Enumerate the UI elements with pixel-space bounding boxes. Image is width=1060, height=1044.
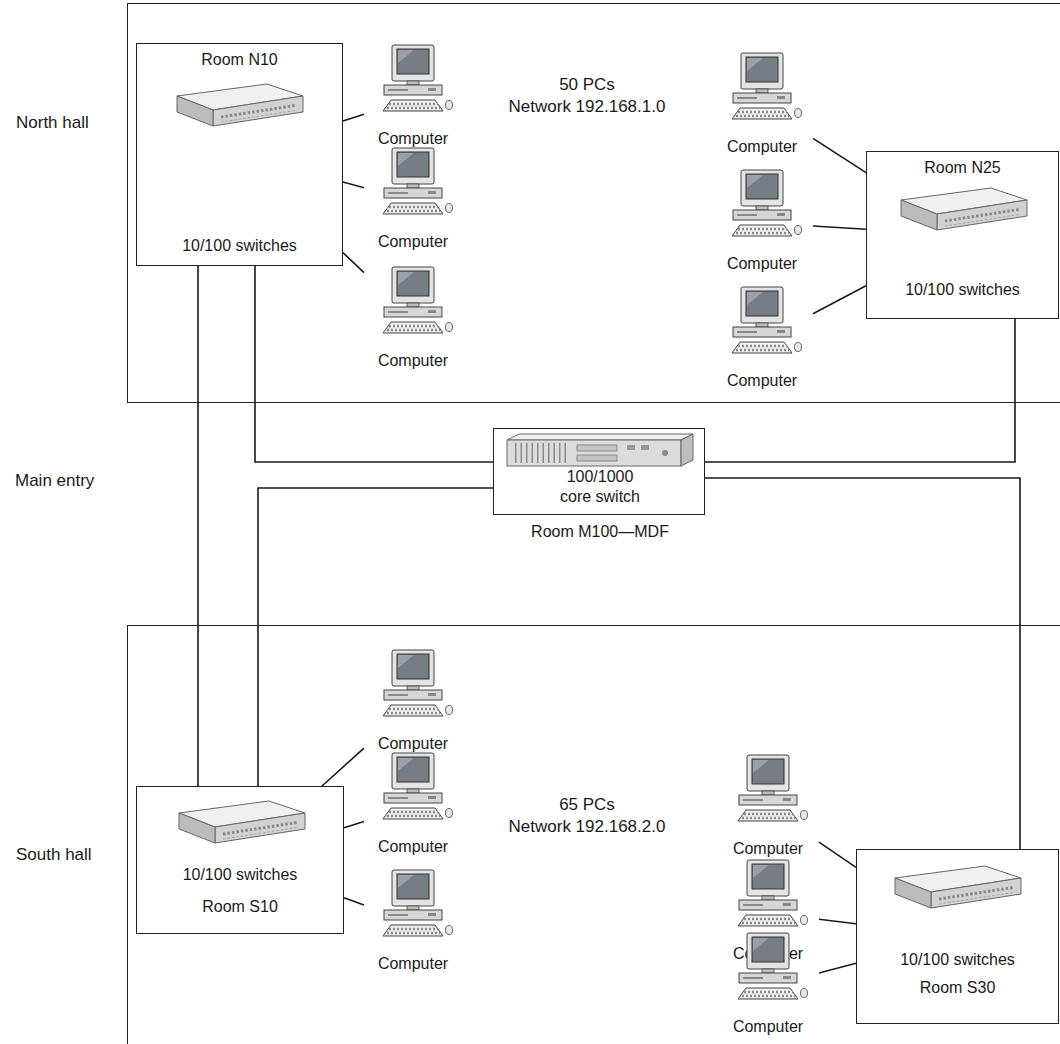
pc-count: 50 PCs xyxy=(487,74,687,96)
network-cable xyxy=(322,748,364,786)
computer: Computer xyxy=(364,43,464,153)
area-label: Main entry xyxy=(15,470,94,492)
computer-icon xyxy=(723,51,803,123)
network-cable xyxy=(344,898,364,905)
switch-label: 10/100 switches xyxy=(867,280,1058,300)
switch-label: 10/100 switches xyxy=(137,865,343,885)
computer-icon xyxy=(723,168,803,240)
core-switch-icon xyxy=(505,433,695,467)
network-address: Network 192.168.2.0 xyxy=(487,816,687,838)
network-cable xyxy=(813,226,866,229)
network-cable xyxy=(258,488,493,786)
network-cable xyxy=(819,963,856,973)
computer-icon xyxy=(374,146,454,218)
network-cable xyxy=(344,822,364,828)
computer-icon xyxy=(729,753,809,825)
pc-count: 65 PCs xyxy=(487,794,687,816)
switch-icon xyxy=(893,862,1023,918)
network-cable xyxy=(343,114,364,121)
core-switch: 100/1000 core switchRoom M100—MDF xyxy=(493,428,705,515)
computer: Computer xyxy=(719,753,819,863)
network-cable xyxy=(813,286,866,314)
computer-icon xyxy=(374,751,454,823)
mdf-label: Room M100—MDF xyxy=(474,522,726,542)
network-address: Network 192.168.1.0 xyxy=(487,96,687,118)
network-cable xyxy=(819,842,856,867)
room-label: Room N25 xyxy=(867,158,1058,178)
computer: Computer xyxy=(713,168,813,278)
hall-name: North hall xyxy=(16,112,89,134)
computer-icon xyxy=(723,285,803,357)
computer: Computer xyxy=(364,265,464,375)
computer: Computer xyxy=(364,868,464,978)
switch-label: 10/100 switches xyxy=(137,236,342,256)
building-hall: South hall65 PCsNetwork 192.168.2.010/10… xyxy=(127,625,1060,1044)
network-cable xyxy=(343,182,364,188)
computer-label: Computer xyxy=(364,734,462,754)
computer-label: Computer xyxy=(364,954,462,974)
computer: Computer xyxy=(364,146,464,256)
computer-icon xyxy=(374,43,454,115)
computer-label: Computer xyxy=(719,839,817,859)
computer: Computer xyxy=(713,51,813,161)
network-cable xyxy=(705,478,1020,849)
network-cable xyxy=(343,253,364,273)
wiring-closet: Room N10 10/100 switches xyxy=(136,43,343,266)
computer: Computer xyxy=(719,931,819,1041)
network-cable xyxy=(197,266,199,786)
computer-label: Computer xyxy=(719,1017,817,1037)
room-label: Room S30 xyxy=(857,978,1058,998)
computer-label: Computer xyxy=(364,351,462,371)
network-cable xyxy=(819,919,856,924)
computer-icon xyxy=(374,648,454,720)
computer-icon xyxy=(374,868,454,940)
room-label: Room S10 xyxy=(137,897,343,917)
network-cable xyxy=(813,138,866,172)
network-cable xyxy=(255,266,493,462)
computer-label: Computer xyxy=(713,254,811,274)
computer-icon xyxy=(729,931,809,1003)
wiring-closet: 10/100 switchesRoom S10 xyxy=(136,786,344,934)
wiring-closet: Room N25 10/100 switches xyxy=(866,151,1059,319)
computer-label: Computer xyxy=(364,837,462,857)
network-cable xyxy=(705,319,1015,462)
computer: Computer xyxy=(713,285,813,395)
switch-icon xyxy=(899,184,1029,240)
wiring-closet: 10/100 switchesRoom S30 xyxy=(856,849,1059,1024)
room-label: Room N10 xyxy=(137,50,342,70)
computer: Computer xyxy=(364,648,464,758)
computer-label: Computer xyxy=(364,232,462,252)
hall-name: South hall xyxy=(16,844,92,866)
building-hall: North hall50 PCsNetwork 192.168.1.0Room … xyxy=(127,3,1060,403)
computer-label: Computer xyxy=(713,137,811,157)
core-switch-label: 100/1000 core switch xyxy=(552,467,648,507)
computer-label: Computer xyxy=(713,371,811,391)
computer-icon xyxy=(374,265,454,337)
switch-icon xyxy=(177,797,307,853)
computer-label: Computer xyxy=(364,129,462,149)
computer: Computer xyxy=(364,751,464,861)
computer-icon xyxy=(729,858,809,930)
switch-icon xyxy=(175,80,305,136)
switch-label: 10/100 switches xyxy=(857,950,1058,970)
